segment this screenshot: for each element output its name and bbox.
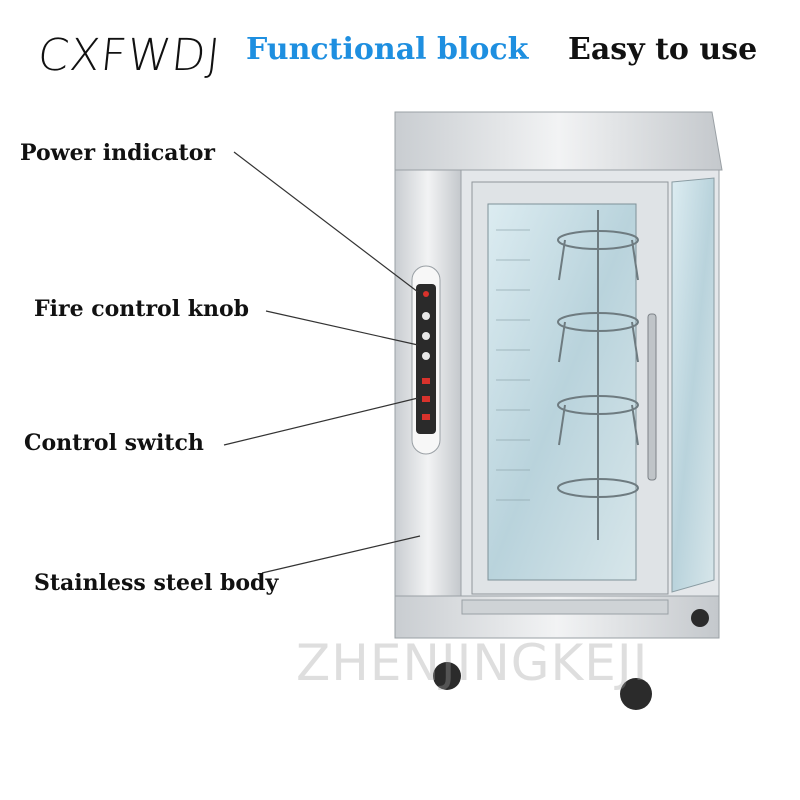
callout-fire-control-knob: Fire control knob (34, 296, 250, 322)
callout-stainless-steel-body: Stainless steel body (34, 570, 279, 596)
rotisserie-spit (557, 210, 639, 540)
tagline: Easy to use (568, 32, 758, 67)
page-title: Functional block (246, 32, 529, 67)
callout-power-indicator: Power indicator (20, 140, 215, 166)
callout-lines (223, 151, 421, 574)
top-hood (394, 111, 723, 171)
door-handle[interactable] (647, 313, 657, 481)
fire-control-knob[interactable] (422, 312, 430, 360)
side-glass (671, 177, 715, 593)
control-switch[interactable] (422, 378, 430, 420)
callout-control-switch: Control switch (24, 430, 204, 456)
watermark: ZHENJINGKEJI (296, 634, 649, 692)
caster-wheel (433, 609, 709, 710)
bottom-base (394, 595, 720, 639)
front-door (471, 181, 669, 595)
power-indicator-light (423, 291, 429, 297)
